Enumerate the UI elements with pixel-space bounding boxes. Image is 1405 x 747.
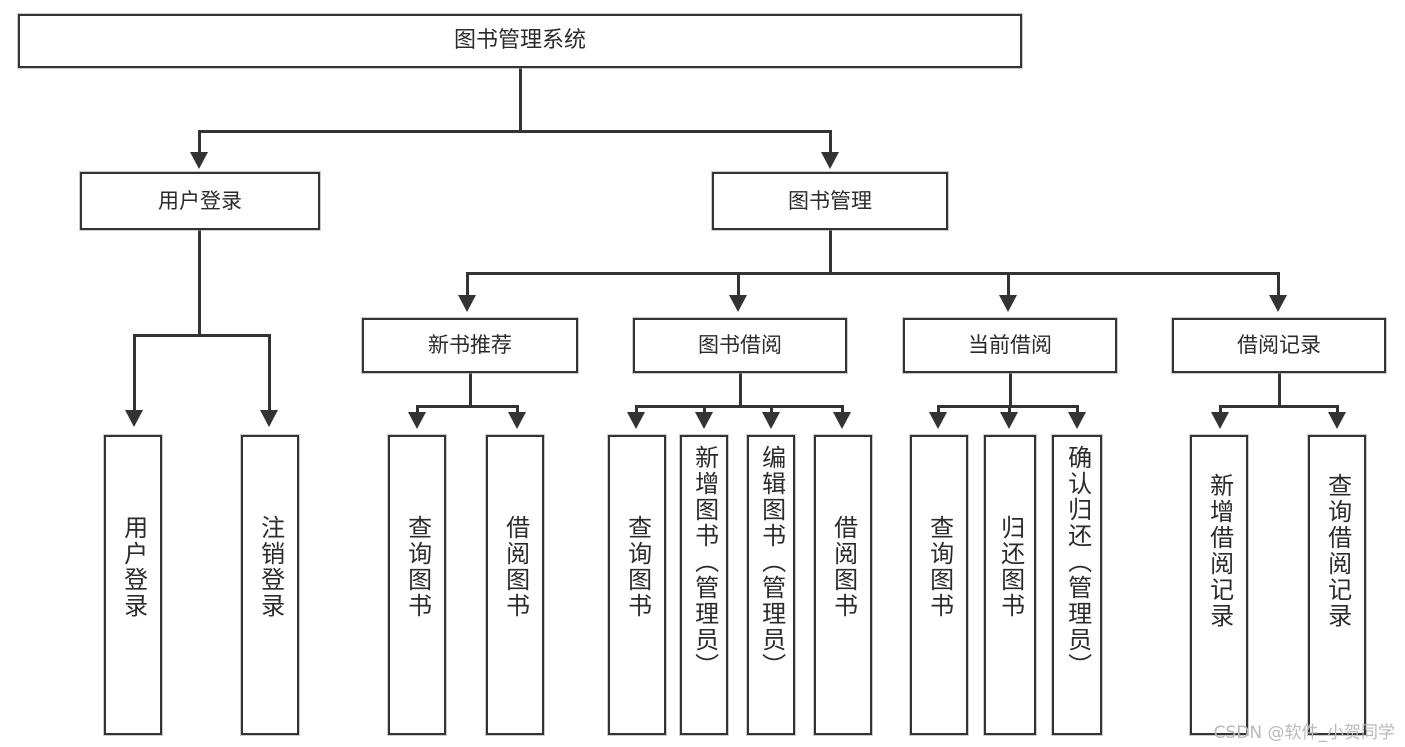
arrowhead-to-edit-book-admin (762, 412, 780, 429)
arrowhead-to-borrow-record (1269, 295, 1287, 312)
node-current-borrow[interactable]: 当前借阅 (903, 318, 1117, 373)
connector-borrow-record-left-drop (1219, 405, 1222, 417)
arrowhead-to-user-login-leaf (125, 410, 143, 427)
connector-book-borrow-bus (635, 405, 843, 408)
connector-new-book-bus (416, 405, 519, 408)
connector-book-borrow-drop-3 (770, 405, 773, 417)
node-label: 借阅图书 (829, 515, 858, 619)
connector-borrow-record-bus (1219, 405, 1338, 408)
connector-root-stem (519, 68, 522, 132)
arrowhead-to-borrow-book-2 (833, 412, 851, 429)
node-book-management[interactable]: 图书管理 (712, 172, 948, 230)
connector-root-to-book-manage (829, 130, 832, 155)
connector-book-borrow-drop-1 (635, 405, 638, 417)
node-return-book[interactable]: 归还图书 (984, 435, 1036, 735)
connector-current-borrow-bus (937, 405, 1078, 408)
node-query-borrow-record[interactable]: 查询借阅记录 (1308, 435, 1366, 735)
arrowhead-root-to-user-login (190, 152, 208, 169)
arrowhead-to-query-book-2 (627, 412, 645, 429)
node-logout-leaf[interactable]: 注销登录 (241, 435, 299, 735)
connector-new-book-stem (469, 373, 472, 407)
node-label: 查询图书 (403, 515, 432, 619)
node-label: 查询图书 (925, 515, 954, 619)
node-new-book-recommend[interactable]: 新书推荐 (362, 318, 578, 373)
csdn-watermark: CSDN @软件_小贺同学 (1213, 723, 1395, 743)
node-label: 查询图书 (623, 515, 652, 619)
node-label: 注销登录 (256, 515, 285, 619)
node-label: 用户登录 (119, 515, 148, 619)
connector-user-login-left-drop (133, 334, 136, 414)
arrowhead-to-logout-leaf (260, 410, 278, 427)
arrowhead-to-borrow-book-1 (508, 412, 526, 429)
connector-book-borrow-drop-2 (703, 405, 706, 417)
connector-to-current-borrow (1007, 272, 1010, 298)
connector-new-book-left-drop (416, 405, 419, 417)
node-label: 确认归还（管理员） (1063, 445, 1092, 679)
arrowhead-to-add-book-admin (695, 412, 713, 429)
node-label: 借阅图书 (501, 515, 530, 619)
node-label: 当前借阅 (968, 333, 1052, 358)
node-label: 借阅记录 (1237, 333, 1321, 358)
arrowhead-to-query-book-1 (408, 412, 426, 429)
connector-current-borrow-stem (1009, 373, 1012, 407)
node-label: 查询借阅记录 (1323, 473, 1352, 629)
node-query-book-3[interactable]: 查询图书 (910, 435, 968, 735)
node-add-book-admin[interactable]: 新增图书（管理员） (680, 435, 728, 735)
arrowhead-root-to-book-manage (821, 152, 839, 169)
connector-book-borrow-drop-4 (841, 405, 844, 417)
node-label: 归还图书 (996, 515, 1025, 619)
connector-current-borrow-drop-2 (1008, 405, 1011, 417)
node-label: 新增图书（管理员） (690, 445, 719, 679)
arrowhead-to-query-borrow-record (1328, 412, 1346, 429)
connector-new-book-right-drop (516, 405, 519, 417)
node-add-borrow-record[interactable]: 新增借阅记录 (1190, 435, 1248, 735)
connector-to-new-book-recommend (466, 272, 469, 298)
connector-current-borrow-drop-3 (1076, 405, 1079, 417)
connector-borrow-record-stem (1278, 373, 1281, 407)
connector-root-to-user-login (198, 130, 201, 155)
arrowhead-to-current-borrow (999, 295, 1017, 312)
arrowhead-to-return-book (1000, 412, 1018, 429)
connector-root-bus (198, 130, 832, 133)
connector-level3-bus (466, 272, 1280, 275)
connector-to-borrow-record (1277, 272, 1280, 298)
connector-current-borrow-drop-1 (937, 405, 940, 417)
arrowhead-to-new-book-recommend (458, 295, 476, 312)
node-query-book-1[interactable]: 查询图书 (388, 435, 446, 735)
connector-book-borrow-stem (739, 373, 742, 407)
node-user-login[interactable]: 用户登录 (80, 172, 320, 230)
node-confirm-return-admin[interactable]: 确认归还（管理员） (1052, 435, 1102, 735)
node-query-book-2[interactable]: 查询图书 (608, 435, 666, 735)
node-borrow-book-2[interactable]: 借阅图书 (814, 435, 872, 735)
node-root-book-management-system[interactable]: 图书管理系统 (18, 14, 1022, 68)
node-label: 图书管理系统 (453, 28, 586, 54)
connector-book-manage-stem (829, 230, 832, 274)
connector-to-book-borrow (737, 272, 740, 298)
connector-user-login-bus (133, 334, 271, 337)
node-label: 新增借阅记录 (1205, 473, 1234, 629)
arrowhead-to-confirm-return-admin (1068, 412, 1086, 429)
node-borrow-record[interactable]: 借阅记录 (1172, 318, 1386, 373)
node-label: 编辑图书（管理员） (757, 445, 786, 679)
connector-user-login-right-drop (268, 334, 271, 414)
node-edit-book-admin[interactable]: 编辑图书（管理员） (747, 435, 795, 735)
node-label: 新书推荐 (428, 333, 512, 358)
node-user-login-leaf[interactable]: 用户登录 (104, 435, 162, 735)
connector-user-login-stem (198, 230, 201, 336)
node-label: 图书管理 (788, 188, 872, 213)
node-label: 图书借阅 (698, 333, 782, 358)
arrowhead-to-query-book-3 (929, 412, 947, 429)
arrowhead-to-book-borrow (729, 295, 747, 312)
arrowhead-to-add-borrow-record (1211, 412, 1229, 429)
node-book-borrow[interactable]: 图书借阅 (633, 318, 847, 373)
node-borrow-book-1[interactable]: 借阅图书 (486, 435, 544, 735)
node-label: 用户登录 (158, 188, 242, 213)
connector-borrow-record-right-drop (1336, 405, 1339, 417)
